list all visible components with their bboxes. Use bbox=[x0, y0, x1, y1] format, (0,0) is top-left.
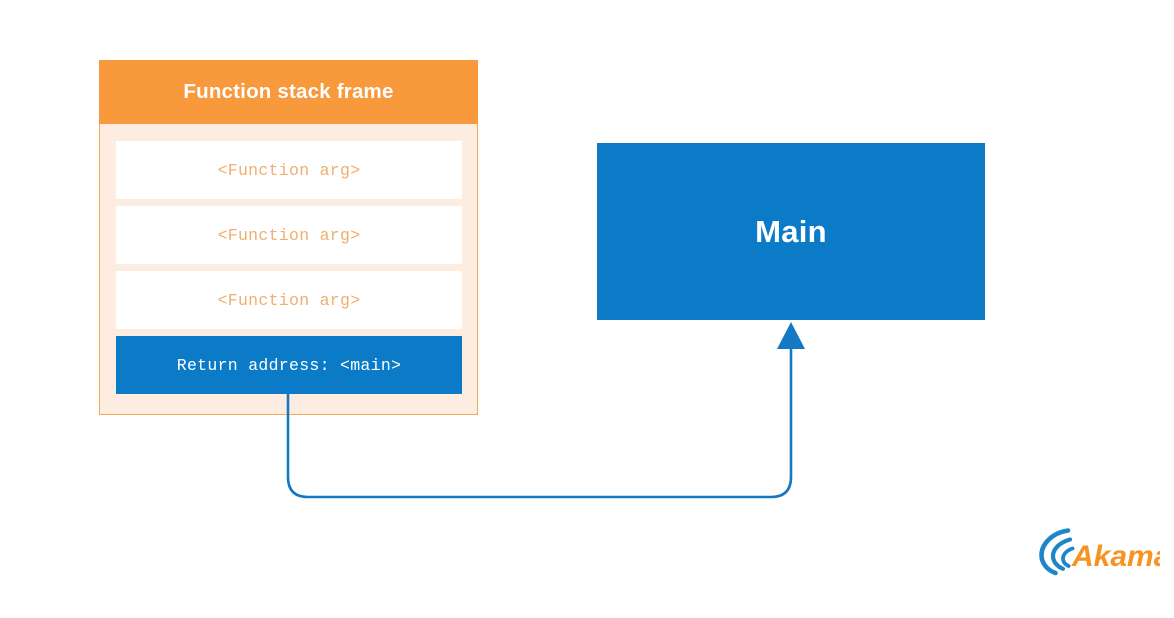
stack-frame-row-arg-1: <Function arg> bbox=[116, 141, 462, 199]
stack-frame-header: Function stack frame bbox=[99, 60, 478, 124]
main-block: Main bbox=[597, 143, 985, 320]
akamai-logo: Akamai bbox=[1039, 528, 1160, 576]
akamai-wordmark: Akamai bbox=[1071, 540, 1160, 573]
connector-arrowhead-icon bbox=[777, 322, 805, 349]
akamai-swoosh-icon bbox=[1039, 528, 1075, 576]
stack-frame-row-arg-3: <Function arg> bbox=[116, 271, 462, 329]
main-block-label: Main bbox=[755, 213, 827, 249]
stack-frame-title: Function stack frame bbox=[183, 80, 394, 103]
stack-frame-rows: <Function arg> <Function arg> <Function … bbox=[116, 141, 462, 394]
stack-frame-row-return-address: Return address: <main> bbox=[116, 336, 462, 394]
stack-frame-row-arg-2: <Function arg> bbox=[116, 206, 462, 264]
